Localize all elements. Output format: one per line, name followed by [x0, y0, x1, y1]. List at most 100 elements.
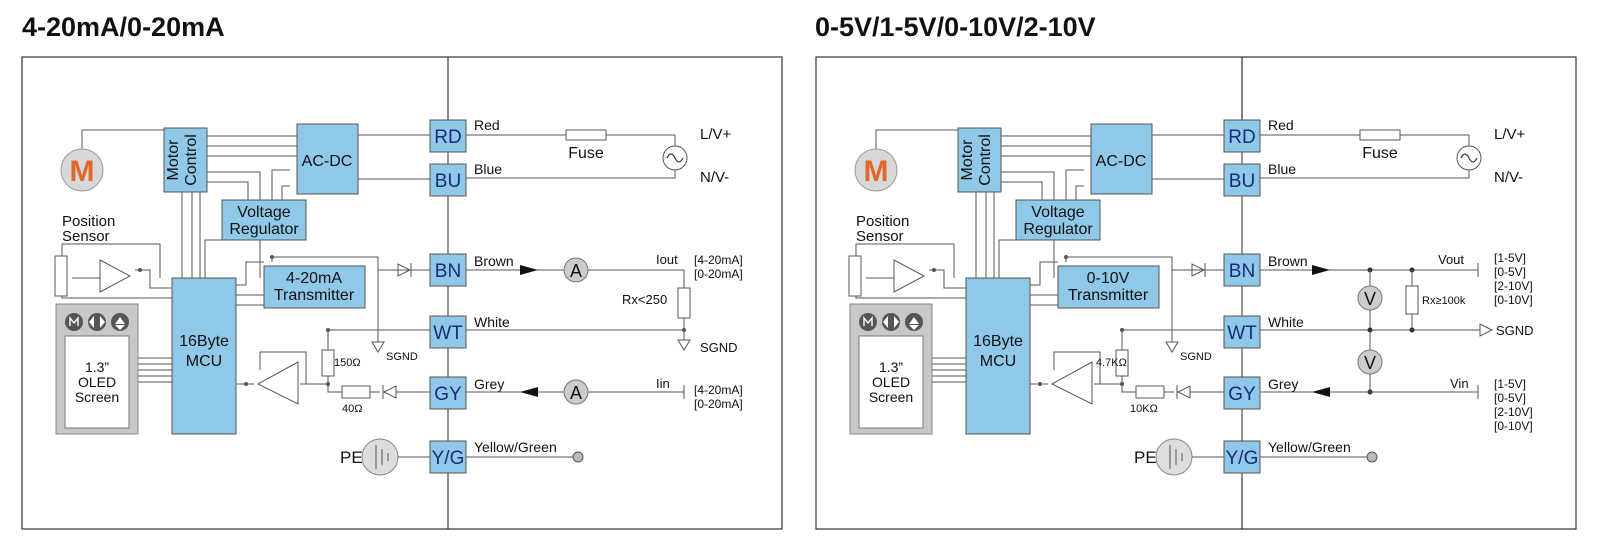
- left-regulator-block: [221, 199, 307, 241]
- right-out-range-3: [2-10V]: [1494, 279, 1533, 293]
- right-motor-control-label-2: Control: [977, 134, 994, 186]
- left-wire-brown: Brown: [474, 253, 514, 269]
- left-transmitter-label-1: 4-20mA: [286, 270, 342, 287]
- left-ammeter-in-label: A: [570, 383, 582, 403]
- left-mcu-label-2: MCU: [186, 353, 222, 370]
- left-terminal-bn: BN: [435, 261, 461, 282]
- left-oled-label-2: OLED: [78, 374, 116, 390]
- right-in-range-4: [0-10V]: [1494, 419, 1533, 433]
- right-terminal-bu: BU: [1229, 171, 1255, 192]
- right-voltmeter-in-label: V: [1364, 353, 1376, 373]
- left-oled-label-1: 1.3”: [85, 359, 109, 375]
- left-res2-label: 40Ω: [342, 403, 362, 415]
- right-mcu-label-1: 16Byte: [973, 333, 1023, 350]
- left-terminal-wt: WT: [433, 323, 463, 344]
- right-voltmeter-out-label: V: [1364, 289, 1376, 309]
- left-acdc-block: [296, 123, 359, 195]
- right-regulator-label-1: Voltage: [1031, 204, 1084, 221]
- right-wire-yellow-green: Yellow/Green: [1268, 439, 1351, 455]
- left-mcu-block: [171, 277, 237, 435]
- left-panel: Motor Control AC-DC Voltage Regulator 4-…: [21, 56, 783, 530]
- right-rx-label: Rx≥100k: [1422, 295, 1466, 307]
- right-terminal-bn: BN: [1229, 261, 1255, 282]
- right-transmitter-block: [1057, 265, 1160, 309]
- right-panel-title: 0-5V/1-5V/0-10V/2-10V: [815, 12, 1096, 42]
- left-fuse-label: Fuse: [568, 145, 604, 162]
- right-wire-white: White: [1268, 314, 1304, 330]
- right-terminal-wt: WT: [1227, 323, 1257, 344]
- left-regulator-label-2: Regulator: [229, 221, 299, 238]
- left-sgnd-ext-label: SGND: [700, 340, 738, 355]
- right-motor-icon: M: [864, 155, 889, 188]
- left-panel-title: 4-20mA/0-20mA: [22, 12, 225, 42]
- left-motor-control-label-2: Control: [183, 134, 200, 186]
- left-regulator-label-1: Voltage: [237, 204, 290, 221]
- left-wire-yellow-green: Yellow/Green: [474, 439, 557, 455]
- right-acdc-label: AC-DC: [1096, 153, 1147, 170]
- right-lv-label: L/V+: [1494, 126, 1526, 143]
- right-sgnd-ext-label: SGND: [1496, 323, 1534, 338]
- left-wire-grey: Grey: [474, 376, 504, 392]
- right-in-label: Vin: [1450, 376, 1469, 391]
- left-in-label: Iin: [656, 376, 670, 391]
- left-out-range-1: [4-20mA]: [694, 253, 743, 267]
- right-motor-control-label-1: Motor: [959, 139, 976, 181]
- right-wire-grey: Grey: [1268, 376, 1298, 392]
- left-transmitter-block: [263, 265, 366, 309]
- right-mcu-label-2: MCU: [980, 353, 1016, 370]
- left-motor-control-block: [163, 127, 208, 193]
- left-terminal-yg: Y/G: [432, 448, 465, 469]
- right-nv-label: N/V-: [1494, 169, 1523, 186]
- right-out-label: Vout: [1438, 252, 1464, 267]
- left-transmitter-label-2: Transmitter: [274, 287, 355, 304]
- left-nv-label: N/V-: [700, 169, 729, 186]
- right-oled-label-1: 1.3”: [879, 359, 903, 375]
- right-in-range-1: [1-5V]: [1494, 377, 1526, 391]
- left-rx-label: Rx<250: [622, 292, 667, 307]
- right-out-range-2: [0-5V]: [1494, 265, 1526, 279]
- left-ammeter-out-label: A: [570, 261, 582, 281]
- right-acdc-block: [1090, 123, 1153, 195]
- right-motor-control-block: [957, 127, 1002, 193]
- right-out-range-1: [1-5V]: [1494, 251, 1526, 265]
- right-res2-label: 10KΩ: [1130, 403, 1158, 415]
- left-wire-white: White: [474, 314, 510, 330]
- right-out-range-4: [0-10V]: [1494, 293, 1533, 307]
- right-sgnd-int-label: SGND: [1180, 351, 1212, 363]
- left-mcu-label-1: 16Byte: [179, 333, 229, 350]
- right-position-sensor-label-2: Sensor: [856, 228, 904, 245]
- left-res1-label: 150Ω: [334, 357, 361, 369]
- left-wire-blue: Blue: [474, 161, 502, 177]
- left-lv-label: L/V+: [700, 126, 732, 143]
- left-out-range-2: [0-20mA]: [694, 267, 743, 281]
- left-acdc-label: AC-DC: [302, 153, 353, 170]
- right-wire-blue: Blue: [1268, 161, 1296, 177]
- right-wire-brown: Brown: [1268, 253, 1308, 269]
- left-sgnd-int-label: SGND: [386, 351, 418, 363]
- right-transmitter-label-2: Transmitter: [1068, 287, 1149, 304]
- right-oled-label-2: OLED: [872, 374, 910, 390]
- right-regulator-label-2: Regulator: [1023, 221, 1093, 238]
- right-wire-red: Red: [1268, 117, 1294, 133]
- right-position-sensor-label-1: Position: [856, 213, 909, 230]
- right-terminal-gy: GY: [1228, 384, 1256, 405]
- left-out-label: Iout: [656, 252, 678, 267]
- left-motor-control-label-1: Motor: [165, 139, 182, 181]
- left-motor-icon: M: [70, 155, 95, 188]
- right-in-range-3: [2-10V]: [1494, 405, 1533, 419]
- left-in-range-1: [4-20mA]: [694, 383, 743, 397]
- left-terminal-bu: BU: [435, 171, 461, 192]
- right-terminal-yg: Y/G: [1226, 448, 1259, 469]
- left-position-sensor-label-2: Sensor: [62, 228, 110, 245]
- left-terminal-rd: RD: [434, 127, 461, 148]
- left-pe-label: PE: [340, 448, 363, 467]
- right-transmitter-label-1: 0-10V: [1087, 270, 1130, 287]
- right-regulator-block: [1015, 199, 1101, 241]
- right-in-range-2: [0-5V]: [1494, 391, 1526, 405]
- right-mcu-block: [965, 277, 1031, 435]
- right-panel: Motor Control AC-DC Voltage Regulator 0-…: [815, 56, 1577, 530]
- right-terminal-rd: RD: [1228, 127, 1255, 148]
- right-res1-label: 4.7KΩ: [1096, 357, 1127, 369]
- left-oled-label-3: Screen: [75, 389, 119, 405]
